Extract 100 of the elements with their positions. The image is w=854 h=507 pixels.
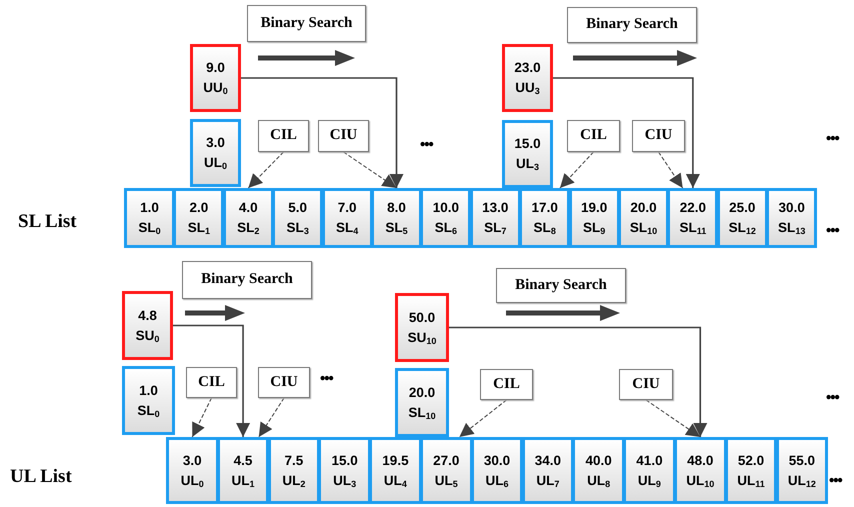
index-label: SL$_{10}$ xyxy=(630,219,658,238)
value-text: 8.0 xyxy=(387,199,406,218)
tag-text: CIL xyxy=(580,126,607,146)
index-label: UL$_{8}$ xyxy=(587,472,610,490)
ellipsis-mark: ••• xyxy=(829,471,842,491)
index-label: UL$_{2}$ xyxy=(282,472,306,490)
pointer-tag-box xyxy=(258,120,309,152)
list-cell xyxy=(222,188,274,248)
dashed-arrow xyxy=(658,152,684,188)
index-label: UL$_{5}$ xyxy=(434,472,458,490)
value-text: 19.0 xyxy=(580,199,608,218)
list-title: SL List xyxy=(18,210,77,234)
upper-bound-box xyxy=(502,44,553,112)
list-cell xyxy=(766,188,818,248)
value-text: 30.0 xyxy=(484,452,510,470)
dashed-arrow xyxy=(343,152,397,188)
upper-bound-box xyxy=(190,44,241,112)
index-label: SU$_{0}$ xyxy=(136,326,160,346)
value-text: 52.0 xyxy=(738,452,764,470)
list-cell xyxy=(667,188,718,248)
caption-text: Binary Search xyxy=(260,14,352,33)
index-label: SL$_{5}$ xyxy=(385,219,408,238)
list-cell xyxy=(776,437,828,504)
dashed-arrow xyxy=(458,400,507,438)
value-text: 50.0 xyxy=(408,308,436,327)
index-label: SL$_{7}$ xyxy=(484,219,506,238)
index-label: SL$_{3}$ xyxy=(286,219,309,238)
list-cell xyxy=(268,437,320,504)
index-label: UL$_{4}$ xyxy=(384,472,407,490)
index-label: UL$_{0}$ xyxy=(180,472,204,490)
list-cell xyxy=(522,437,574,504)
pointer-tag-box xyxy=(186,367,237,398)
caption-text: Binary Search xyxy=(201,270,293,290)
index-label: SL$_{6}$ xyxy=(434,219,458,238)
list-cell xyxy=(124,188,175,248)
list-cell xyxy=(724,437,778,504)
list-cell xyxy=(572,437,625,504)
dashed-arrow xyxy=(646,400,701,438)
index-label: SL$_{0}$ xyxy=(138,219,161,238)
index-label: SL$_{2}$ xyxy=(237,219,260,238)
index-label: SL$_{12}$ xyxy=(728,219,756,238)
list-cell xyxy=(173,188,224,248)
list-cell xyxy=(519,188,570,248)
dashed-arrow xyxy=(248,152,284,188)
ellipsis-mark: ••• xyxy=(826,221,839,241)
list-cell xyxy=(470,188,521,248)
value-text: 27.0 xyxy=(433,452,460,470)
list-cell xyxy=(568,188,620,248)
pointer-tag-box xyxy=(567,120,620,152)
index-label: UU$_{3}$ xyxy=(515,79,540,98)
index-label: SL$_{13}$ xyxy=(778,219,806,238)
value-text: 4.0 xyxy=(238,199,258,218)
pointer-tag-box xyxy=(258,367,310,398)
list-cell xyxy=(420,437,472,504)
dashed-arrow xyxy=(192,398,212,438)
tag-text: CIL xyxy=(270,126,297,146)
value-text: 3.0 xyxy=(206,134,225,152)
index-label: SL$_{9}$ xyxy=(582,219,606,238)
caption-box xyxy=(182,261,312,299)
value-text: 48.0 xyxy=(687,452,714,470)
upper-bound-box xyxy=(122,291,173,360)
value-text: 22.0 xyxy=(680,199,706,218)
tag-text: CIU xyxy=(632,374,660,394)
arrow xyxy=(449,326,708,437)
value-text: 17.0 xyxy=(532,199,558,218)
caption-box xyxy=(247,5,366,42)
index-label: UL$_{3}$ xyxy=(516,155,539,174)
pointer-tag-box xyxy=(480,369,533,400)
value-text: 4.8 xyxy=(138,306,157,325)
index-label: UL$_{7}$ xyxy=(536,472,560,490)
caption-box xyxy=(567,7,697,43)
value-text: 40.0 xyxy=(586,452,612,470)
index-label: SL$_{10}$ xyxy=(408,404,436,422)
index-label: SL$_{11}$ xyxy=(680,219,706,238)
index-label: UL$_{3}$ xyxy=(333,472,356,490)
value-text: 34.0 xyxy=(534,452,561,470)
list-cell xyxy=(674,437,726,504)
tag-text: CIL xyxy=(198,372,225,392)
value-text: 2.0 xyxy=(190,199,208,218)
value-text: 20.0 xyxy=(630,199,657,218)
list-cell xyxy=(369,437,422,504)
value-text: 9.0 xyxy=(206,59,225,78)
list-cell xyxy=(420,188,472,248)
value-text: 7.5 xyxy=(284,452,304,470)
value-text: 41.0 xyxy=(636,452,663,470)
dashed-arrow xyxy=(258,398,284,438)
list-cell xyxy=(322,188,373,248)
value-text: 3.0 xyxy=(182,452,202,470)
list-cell xyxy=(272,188,324,248)
caption-text: Binary Search xyxy=(586,15,678,34)
value-text: 4.5 xyxy=(234,452,252,470)
value-text: 1.0 xyxy=(139,382,158,400)
arrow xyxy=(173,324,250,437)
lower-bound-box xyxy=(502,120,553,188)
ellipsis-mark: ••• xyxy=(420,135,433,155)
lower-bound-box xyxy=(122,366,175,435)
lower-bound-box xyxy=(190,119,241,187)
list-cell xyxy=(618,188,669,248)
index-label: UL$_{0}$ xyxy=(204,154,227,173)
index-label: SL$_{4}$ xyxy=(336,219,358,238)
